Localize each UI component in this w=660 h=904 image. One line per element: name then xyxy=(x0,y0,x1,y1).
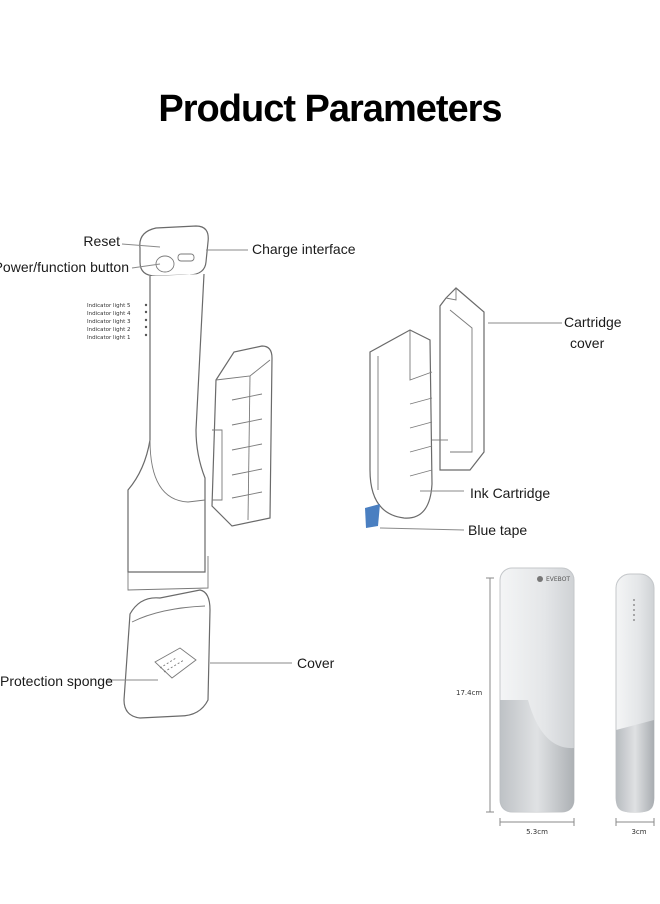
width-dimension: 5.3cm xyxy=(526,828,548,836)
indicator-light-5: Indicator light 5 xyxy=(87,303,131,309)
label-reset: Reset xyxy=(83,233,120,249)
leader-lines xyxy=(106,243,562,681)
label-power-button: Power/function button xyxy=(0,259,129,275)
label-ink-cartridge: Ink Cartridge xyxy=(470,485,550,501)
label-protection-sponge: Protection sponge xyxy=(0,673,113,689)
label-cover: Cover xyxy=(297,655,335,671)
label-cartridge-cover-2: cover xyxy=(570,335,605,351)
brand-name: EVEBOT xyxy=(546,576,570,583)
cartridge-cover-drawing xyxy=(365,287,485,528)
brand-logo-icon xyxy=(537,576,543,582)
indicator-light-4: Indicator light 4 xyxy=(87,311,131,317)
label-cartridge-cover-1: Cartridge xyxy=(564,314,622,330)
callout-labels: Reset Power/function button Charge inter… xyxy=(0,233,622,689)
height-dimension: 17.4cm xyxy=(456,689,482,697)
page-title: Product Parameters xyxy=(158,88,502,130)
indicator-light-2: Indicator light 2 xyxy=(87,327,131,333)
printer-body-drawing xyxy=(123,225,273,719)
depth-dimension: 3cm xyxy=(631,828,646,836)
blue-tape-swatch xyxy=(365,504,380,528)
label-blue-tape: Blue tape xyxy=(468,522,527,538)
label-charge-interface: Charge interface xyxy=(252,241,356,257)
dimension-photo: EVEBOT 17.4cm 5.3cm 3cm xyxy=(456,567,655,836)
indicator-light-3: Indicator light 3 xyxy=(87,319,131,325)
indicator-light-1: Indicator light 1 xyxy=(87,335,131,341)
